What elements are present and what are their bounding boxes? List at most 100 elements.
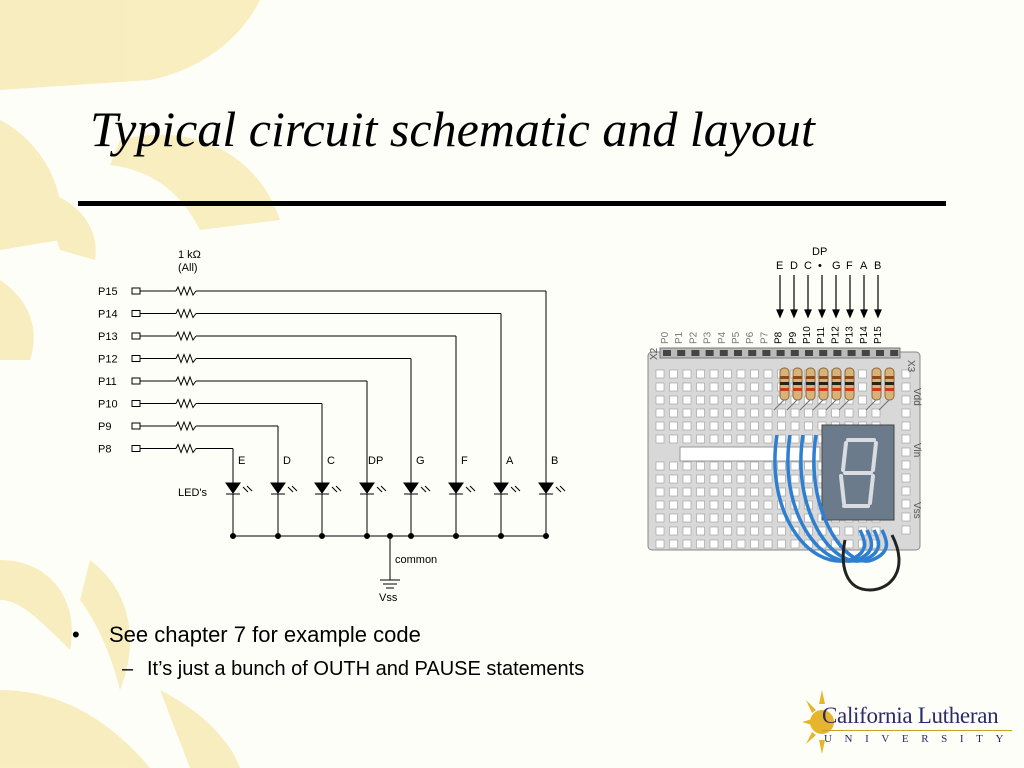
resistor-band bbox=[885, 388, 894, 391]
header-socket bbox=[819, 350, 828, 356]
resistor-band bbox=[872, 388, 881, 391]
breadboard-hole bbox=[763, 369, 773, 379]
breadboard-hole bbox=[682, 487, 692, 497]
resistor-band bbox=[806, 388, 815, 391]
breadboard-hole bbox=[709, 539, 719, 549]
breadboard-hole bbox=[669, 408, 678, 418]
breadboard-hole bbox=[763, 474, 773, 484]
header-socket bbox=[734, 350, 742, 356]
resistor-band bbox=[845, 376, 854, 379]
breadboard-hole bbox=[763, 434, 773, 444]
breadboard-hole bbox=[696, 369, 705, 379]
breadboard-hole bbox=[696, 421, 705, 431]
resistor-band bbox=[793, 382, 802, 385]
breadboard-hole bbox=[696, 513, 705, 523]
header-socket bbox=[691, 350, 700, 356]
breadboard-hole bbox=[723, 487, 732, 497]
power-rail-hole bbox=[901, 473, 911, 483]
breadboard-hole bbox=[763, 408, 773, 418]
breadboard-hole bbox=[723, 382, 732, 392]
breadboard-hole bbox=[844, 526, 854, 536]
ground-wire bbox=[841, 534, 901, 592]
resistor-lead bbox=[799, 399, 811, 411]
input-arrowhead bbox=[874, 309, 882, 319]
breadboard-hole bbox=[682, 461, 692, 471]
breadboard-hole bbox=[709, 421, 719, 431]
breadboard-hole bbox=[682, 421, 692, 431]
segment-top-label: C bbox=[804, 260, 812, 272]
breadboard-hole bbox=[696, 434, 705, 444]
breadboard-hole bbox=[669, 539, 678, 549]
breadboard-hole bbox=[736, 408, 746, 418]
breadboard-hole bbox=[669, 500, 678, 510]
breadboard-hole bbox=[763, 421, 773, 431]
breadboard-hole bbox=[655, 474, 665, 484]
breadboard-hole bbox=[655, 434, 665, 444]
breadboard-hole bbox=[804, 421, 813, 431]
breadboard-hole bbox=[763, 461, 773, 471]
power-rail-hole bbox=[901, 395, 911, 405]
breadboard-hole bbox=[804, 434, 813, 444]
header-socket bbox=[847, 350, 856, 356]
bullet-item: • See chapter 7 for example code bbox=[72, 622, 584, 648]
segment-label: C bbox=[327, 455, 335, 467]
header-pin-label: P3 bbox=[703, 331, 714, 344]
breadboard-hole bbox=[723, 474, 732, 484]
breadboard-hole bbox=[723, 408, 732, 418]
breadboard-hole bbox=[858, 408, 867, 418]
breadboard-hole bbox=[682, 369, 692, 379]
led-diode-symbol bbox=[359, 482, 375, 494]
input-arrowhead bbox=[832, 309, 840, 319]
breadboard-hole bbox=[696, 461, 705, 471]
vss-label: Vss bbox=[379, 592, 398, 604]
breadboard-hole bbox=[871, 408, 881, 418]
header-pin-label: P2 bbox=[688, 331, 699, 344]
power-rail-hole bbox=[901, 369, 911, 379]
resistor-symbol bbox=[175, 308, 197, 319]
resistor-band bbox=[780, 382, 789, 385]
breadboard-hole bbox=[696, 539, 705, 549]
breadboard-hole bbox=[669, 487, 678, 497]
header-pin-label: P11 bbox=[816, 327, 827, 344]
breadboard-hole bbox=[709, 526, 719, 536]
resistor-lead bbox=[786, 399, 798, 411]
breadboard-hole bbox=[777, 434, 786, 444]
segment-label: A bbox=[506, 455, 514, 467]
segment-label: D bbox=[283, 455, 291, 467]
jumper-wire bbox=[786, 434, 874, 563]
breadboard-hole bbox=[723, 526, 732, 536]
header-socket bbox=[776, 350, 785, 356]
breadboard-hole bbox=[723, 461, 732, 471]
resistor-symbol bbox=[175, 353, 197, 364]
segment-label: F bbox=[461, 455, 468, 467]
header-pin-label: P13 bbox=[845, 326, 856, 344]
breadboard-hole bbox=[655, 461, 665, 471]
pin-terminal bbox=[131, 422, 141, 430]
breadboard-hole bbox=[709, 461, 719, 471]
breadboard-hole bbox=[655, 395, 665, 405]
header-pin-label: P5 bbox=[731, 331, 742, 344]
breadboard-hole bbox=[736, 474, 746, 484]
input-arrowhead bbox=[790, 309, 798, 319]
header-pin-label: P4 bbox=[717, 331, 728, 344]
jumper-wire bbox=[773, 434, 867, 563]
leds-label: LED's bbox=[178, 487, 207, 499]
breadboard-hole bbox=[655, 487, 665, 497]
header-pin-label: P8 bbox=[774, 331, 785, 344]
led-diode-symbol bbox=[448, 482, 464, 494]
ground-symbol bbox=[380, 579, 400, 589]
breadboard-hole bbox=[723, 421, 732, 431]
resistor-band bbox=[832, 388, 841, 391]
dp-label: DP bbox=[812, 246, 827, 258]
breadboard-hole bbox=[750, 474, 759, 484]
resistor-band bbox=[872, 382, 881, 385]
segment-top-label: A bbox=[860, 260, 868, 272]
breadboard-hole bbox=[682, 434, 692, 444]
breadboard-hole bbox=[723, 395, 732, 405]
sub-bullet-text: It’s just a bunch of OUTH and PAUSE stat… bbox=[147, 658, 585, 680]
breadboard-hole bbox=[709, 500, 719, 510]
segment-label: G bbox=[416, 455, 425, 467]
breadboard-hole bbox=[790, 434, 800, 444]
power-rail-hole bbox=[901, 382, 911, 392]
